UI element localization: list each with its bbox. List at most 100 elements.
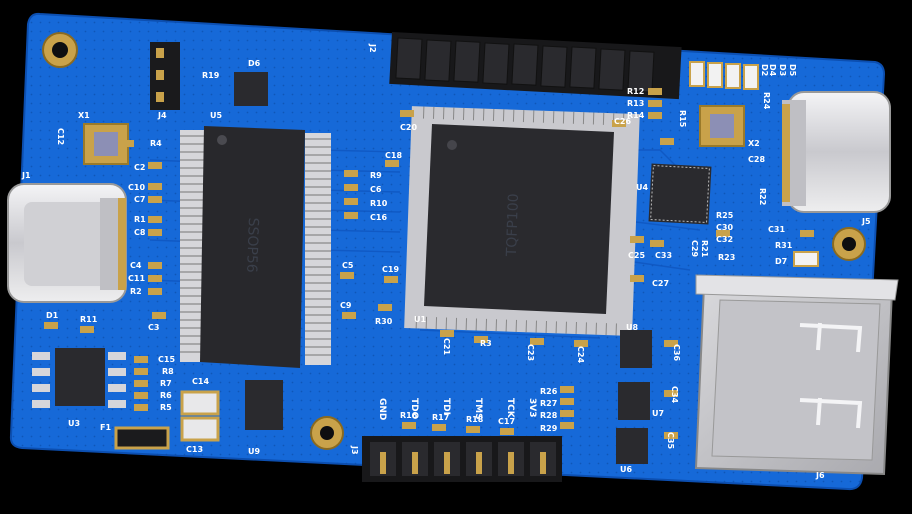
designator: R7 [160,379,172,388]
designator: C24 [576,346,585,363]
designator: C31 [768,225,785,234]
designator: C9 [340,301,352,310]
designators: J2 J4 R19 D6 U5 X1 C12 R4 C20 C18 R9 C6 … [21,43,871,480]
designator: C33 [655,251,672,260]
designator: D2 [760,64,769,76]
leds [689,61,819,267]
designator: C27 [652,279,669,288]
designator: U9 [248,447,260,456]
designator: J4 [157,111,167,120]
designator: R24 [762,92,771,110]
jtag-tms: TMS [473,398,483,420]
designator: D3 [778,64,787,76]
designator: R31 [775,241,793,250]
designator: R19 [202,71,220,80]
designator: R22 [758,188,767,205]
jtag-tdo: TDO [409,398,419,420]
designator: R17 [432,413,449,422]
designator: D6 [248,59,261,68]
designator: D4 [768,64,777,77]
designator: C5 [342,261,354,270]
designator: X2 [748,139,760,148]
jtag-gnd: GND [377,398,387,420]
designator: R10 [370,199,388,208]
chip-u5: SSOP56 [180,126,331,368]
designator: C10 [128,183,145,192]
designator: U5 [210,111,222,120]
designator: U6 [620,465,632,474]
designator: R30 [375,317,393,326]
designator: C35 [666,432,675,449]
jtag-tck: TCK [505,398,515,419]
designator: C25 [628,251,645,260]
designator: J1 [21,171,31,180]
designator: C17 [498,417,515,426]
designator: R14 [627,111,645,120]
designator: C19 [382,265,399,274]
designator: R15 [678,110,687,128]
designator: C34 [670,386,679,403]
designator: C21 [442,338,451,355]
usb-c-j5 [782,91,891,213]
designator: R25 [716,211,734,220]
designator: C28 [748,155,765,164]
designator: R12 [627,87,644,96]
designator: D7 [775,257,787,266]
designator: R3 [480,339,492,348]
designator: C7 [134,195,145,204]
passives [44,88,814,439]
designator: R8 [162,367,174,376]
designator: R16 [400,411,418,420]
designator: U4 [636,183,648,192]
designator: C15 [158,355,175,364]
designator: R13 [627,99,644,108]
usb-a-j6 [694,274,899,476]
chip-u4 [648,163,712,225]
designator: C20 [400,123,417,132]
designator: R1 [134,215,146,224]
designator: C36 [672,344,681,361]
designator: C13 [186,445,203,454]
u1-marking: TQFP100 [504,193,522,257]
usb-c-j1 [7,183,127,303]
designator: R28 [540,411,558,420]
designator: U8 [626,323,638,332]
designator: C18 [385,151,402,160]
jtag-tdi: TDI [441,398,451,415]
designator: C26 [614,117,631,126]
designator: C11 [128,274,145,283]
designator: U7 [652,409,664,418]
designator: J6 [815,471,825,480]
designator: R2 [130,287,142,296]
jtag-3v3: 3V3 [527,398,537,418]
mount-holes [42,32,866,450]
designator: X1 [78,111,90,120]
designator: C14 [192,377,209,386]
designator: C16 [370,213,387,222]
designator: R18 [466,415,484,424]
designator: R21 [700,240,709,258]
designator: C23 [526,344,535,361]
designator: C30 [716,223,733,232]
designator: R26 [540,387,558,396]
designator: F1 [100,423,111,432]
designator: R29 [540,424,558,433]
designator: U1 [414,315,426,324]
designator: R23 [718,253,735,262]
designator: R11 [80,315,98,324]
designator: R5 [160,403,172,412]
designator: C32 [716,235,733,244]
small-ics [55,72,652,464]
designator: R4 [150,139,162,148]
designator: D5 [788,64,797,77]
designator: C8 [134,228,146,237]
chip-u1: TQFP100 [404,106,640,336]
jumper-j4 [150,42,180,110]
designator: R27 [540,399,557,408]
designator: C4 [130,261,142,270]
header-j2 [389,31,682,100]
designator: R6 [160,391,172,400]
designator: J5 [861,217,871,226]
